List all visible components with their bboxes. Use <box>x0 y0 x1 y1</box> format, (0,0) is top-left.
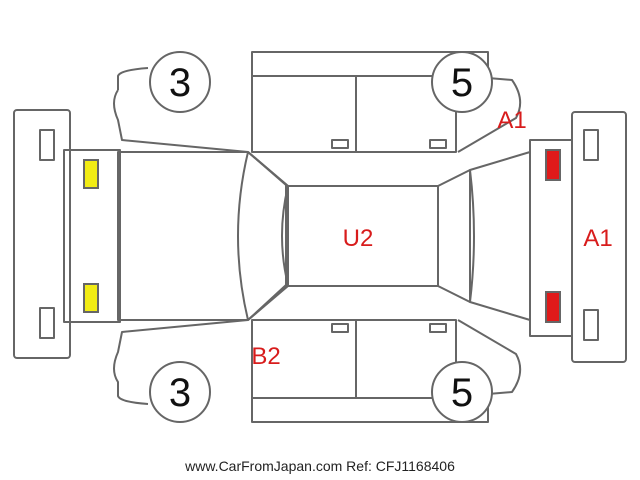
front-bumper <box>13 109 71 359</box>
headlamp-lower <box>83 283 99 313</box>
damage-code-rear-quarter: A1 <box>497 107 526 134</box>
door-handle-front-right <box>331 323 349 333</box>
rear-window <box>437 169 475 303</box>
door-handle-rear-right <box>429 323 447 333</box>
tail-lamp-upper <box>545 149 561 181</box>
footer-credit: www.CarFromJapan.com Ref: CFJ1168406 <box>185 458 455 474</box>
front-bumper-tab-top <box>39 129 55 161</box>
damage-code-rear-bumper: A1 <box>583 225 612 252</box>
tailgate <box>469 151 531 321</box>
headlamp-upper <box>83 159 99 189</box>
wheel-front-left <box>149 51 211 113</box>
wheel-rear-right-number: 5 <box>451 371 473 415</box>
tail-lamp-lower <box>545 291 561 323</box>
tail-lamp-housing <box>529 139 573 337</box>
hood <box>63 149 121 323</box>
wheel-rear-left-number: 5 <box>451 61 473 105</box>
door-handle-front-left <box>331 139 349 149</box>
a-pillar-bottom <box>247 285 289 321</box>
wheel-rear-left <box>431 51 493 113</box>
rear-bumper-tab-bottom <box>583 309 599 341</box>
rear-bumper-tab-top <box>583 129 599 161</box>
front-bumper-tab-bottom <box>39 307 55 339</box>
front-fender-bottom <box>113 319 249 405</box>
rear-door-right <box>355 319 457 399</box>
door-handle-rear-left <box>429 139 447 149</box>
rear-door-left <box>355 75 457 153</box>
windshield <box>237 151 289 321</box>
wheel-rear-right <box>431 361 493 423</box>
hood-panel <box>117 151 287 321</box>
damage-code-front-fender: B2 <box>251 343 280 370</box>
wheel-front-right-number: 3 <box>169 371 191 415</box>
a-pillar-top <box>247 151 289 187</box>
rear-quarter-top <box>457 77 522 153</box>
damage-code-roof: U2 <box>343 225 374 252</box>
rear-quarter-bottom <box>457 319 522 395</box>
front-fender-top <box>113 67 249 153</box>
wheel-front-left-number: 3 <box>169 61 191 105</box>
wheel-front-right <box>149 361 211 423</box>
